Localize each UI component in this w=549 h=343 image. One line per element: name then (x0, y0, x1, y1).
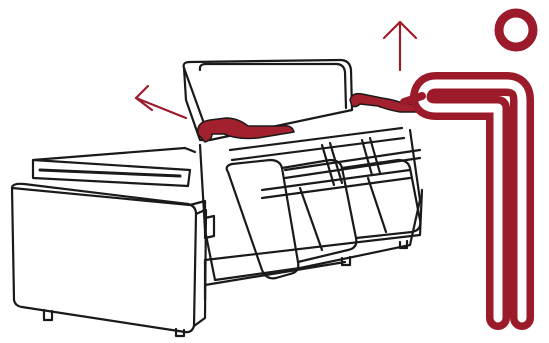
front-armrest-top (12, 188, 205, 214)
far-armrest (33, 148, 195, 186)
arrow-up-left-icon (136, 86, 186, 118)
person-head (499, 13, 533, 47)
back-cushion-inner (200, 64, 346, 108)
person-icon (404, 13, 533, 318)
arrow-up-icon (384, 22, 416, 70)
strap-left (198, 118, 294, 142)
front-armrest (12, 184, 196, 332)
sofa-base (205, 190, 422, 300)
person-hand (404, 96, 422, 102)
sofa-base-line (205, 262, 345, 285)
far-armrest-top (40, 170, 180, 176)
seat-cushion-stitch (300, 178, 386, 250)
person-body (422, 84, 522, 318)
